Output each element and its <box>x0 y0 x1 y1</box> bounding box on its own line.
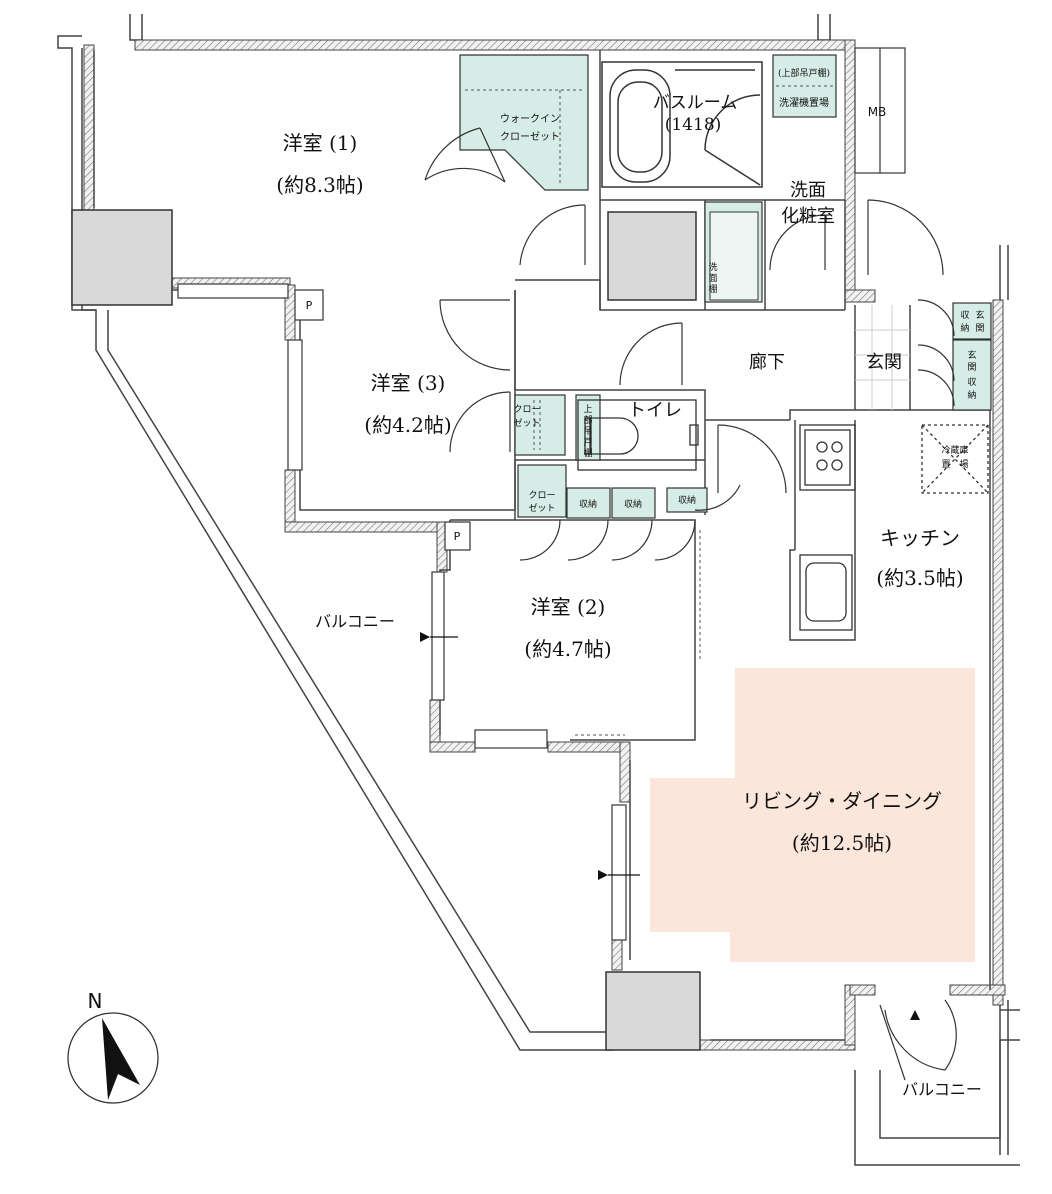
closet2-line1: クロー <box>528 490 555 501</box>
gk1-4: 関 <box>975 323 984 334</box>
hallway-name: 廊下 <box>749 352 785 373</box>
western1-size: (約8.3帖) <box>276 173 363 197</box>
north-arrow-icon <box>102 1018 140 1100</box>
gk2-4: 納 <box>967 389 976 401</box>
washroom-line2: 化粧室 <box>781 206 835 227</box>
pipe-label-1: P <box>306 299 313 312</box>
interior-walls <box>93 50 991 1041</box>
shuno-3: 収納 <box>678 494 696 506</box>
washbasin-unit <box>607 211 697 301</box>
mb-label: MB <box>868 105 887 119</box>
western2-size: (約4.7帖) <box>524 637 611 661</box>
shuno-1: 収納 <box>579 498 597 510</box>
shuno-2: 収納 <box>624 498 642 510</box>
ts-3: 吊 <box>583 426 592 437</box>
western2-name: 洋室 (2) <box>531 595 606 619</box>
kitchen-size: (約3.5帖) <box>876 566 963 590</box>
doors <box>424 127 957 1081</box>
north-label: N <box>88 989 103 1013</box>
balcony-south-label: バルコニー <box>902 1080 982 1099</box>
gk1-3: 玄 <box>975 309 984 321</box>
structural-columns <box>71 209 701 1051</box>
ts-4: 戸 <box>583 437 592 448</box>
ws-3: 棚 <box>708 283 717 295</box>
bath-fixtures <box>601 61 763 188</box>
toilet-name: トイレ <box>628 400 682 421</box>
entrance-tiles <box>855 305 910 410</box>
bath-size: (1418) <box>665 115 722 135</box>
entrance-name: 玄関 <box>866 352 902 373</box>
western3-name: 洋室 (3) <box>371 371 446 395</box>
bath-name: バスルーム <box>653 93 738 113</box>
washer-space-label: 洗濯機置場 <box>779 96 829 109</box>
ws-1: 洗 <box>708 261 717 273</box>
ts-1: 上 <box>583 404 592 415</box>
washroom-line1: 洗面 <box>790 180 826 201</box>
gk1-1: 収 <box>960 309 969 321</box>
wash-shelf <box>709 211 759 301</box>
gk2-2: 関 <box>967 362 976 373</box>
pipe-space-1 <box>294 289 324 321</box>
upper-shelf-label: (上部吊戸棚) <box>778 67 830 79</box>
exterior-walls <box>83 39 1006 1051</box>
pipe-label-2: P <box>454 530 461 543</box>
balcony-west-label: バルコニー <box>315 612 395 631</box>
fridge-line1: 冷蔵庫 <box>941 444 968 456</box>
window-arrows <box>420 632 920 1020</box>
ts-2: 部 <box>583 414 592 426</box>
closet2-line2: ゼット <box>528 502 555 514</box>
toilet-fixture <box>577 399 699 471</box>
ws-2: 面 <box>708 273 717 284</box>
gk1-2: 納 <box>960 322 969 334</box>
pipe-space-2 <box>444 521 471 551</box>
fridge-line2: 置 場 <box>941 458 968 470</box>
ts-5: 棚 <box>583 447 592 459</box>
closet3-l1-a: クロー <box>513 404 540 415</box>
storage-dashes <box>465 85 833 736</box>
walkin-line1: ウォークイン <box>500 113 560 125</box>
living-dining-area <box>650 668 975 962</box>
western1-name: 洋室 (1) <box>283 131 358 155</box>
gk2-1: 玄 <box>967 349 976 361</box>
walkin-line2: クローゼット <box>500 131 560 143</box>
north-compass: N <box>67 989 159 1104</box>
living-size: (約12.5帖) <box>792 831 892 855</box>
western3-size: (約4.2帖) <box>364 413 451 437</box>
kitchen-fixtures <box>799 424 989 631</box>
gk2-3: 収 <box>967 376 976 388</box>
kitchen-name: キッチン <box>880 526 960 550</box>
closet3-l2-a: ゼット <box>513 417 540 429</box>
windows <box>177 47 906 941</box>
living-name: リビング・ダイニング <box>742 789 942 813</box>
